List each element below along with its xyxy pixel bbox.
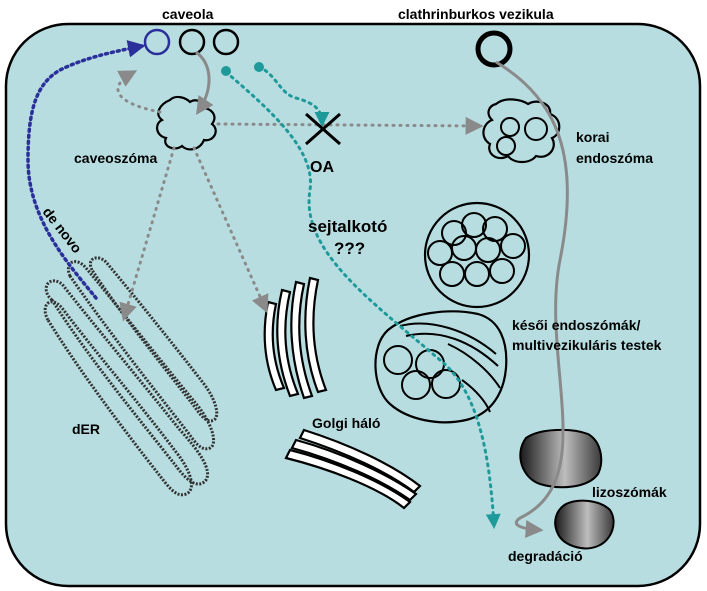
teal-dot-2	[221, 66, 231, 76]
late-endosome	[374, 310, 508, 424]
label-organelle: sejtalkotó	[308, 217, 387, 236]
label-late-endosome-2: multivezikuláris testek	[512, 337, 662, 353]
path-clathrin-to-degradation	[495, 60, 569, 538]
teal-paths	[224, 65, 501, 529]
label-oa: OA	[310, 159, 334, 176]
label-der: dER	[72, 421, 100, 437]
der	[43, 256, 219, 497]
golgi-upper	[263, 276, 328, 400]
clathrin-vesicle	[475, 30, 513, 68]
golgi-lower	[284, 428, 422, 510]
label-lysosomes: lizoszómák	[592, 484, 667, 500]
oa-block-mark	[305, 112, 341, 146]
label-early-endosome-2: endoszóma	[576, 150, 653, 166]
label-early-endosome-1: korai	[576, 129, 609, 145]
label-golgi: Golgi háló	[312, 415, 380, 431]
gray-dotted-paths	[116, 70, 484, 322]
label-late-endosome-1: késői endoszómák/	[512, 317, 640, 333]
early-endosome	[482, 98, 561, 164]
label-organelle-q: ???	[334, 239, 365, 258]
multivesicular-body	[423, 201, 531, 309]
label-clathrin-vesicle: clathrinburkos vezikula	[398, 6, 554, 22]
caveola-2	[212, 28, 240, 56]
caveola-1	[178, 28, 206, 56]
label-caveosome: caveoszóma	[74, 150, 157, 166]
label-degradation: degradáció	[508, 548, 583, 564]
path-caveola-to-caveosome	[195, 50, 214, 115]
label-caveola: caveola	[162, 6, 214, 22]
de-novo-path	[26, 40, 146, 300]
teal-dot-1	[254, 62, 264, 72]
